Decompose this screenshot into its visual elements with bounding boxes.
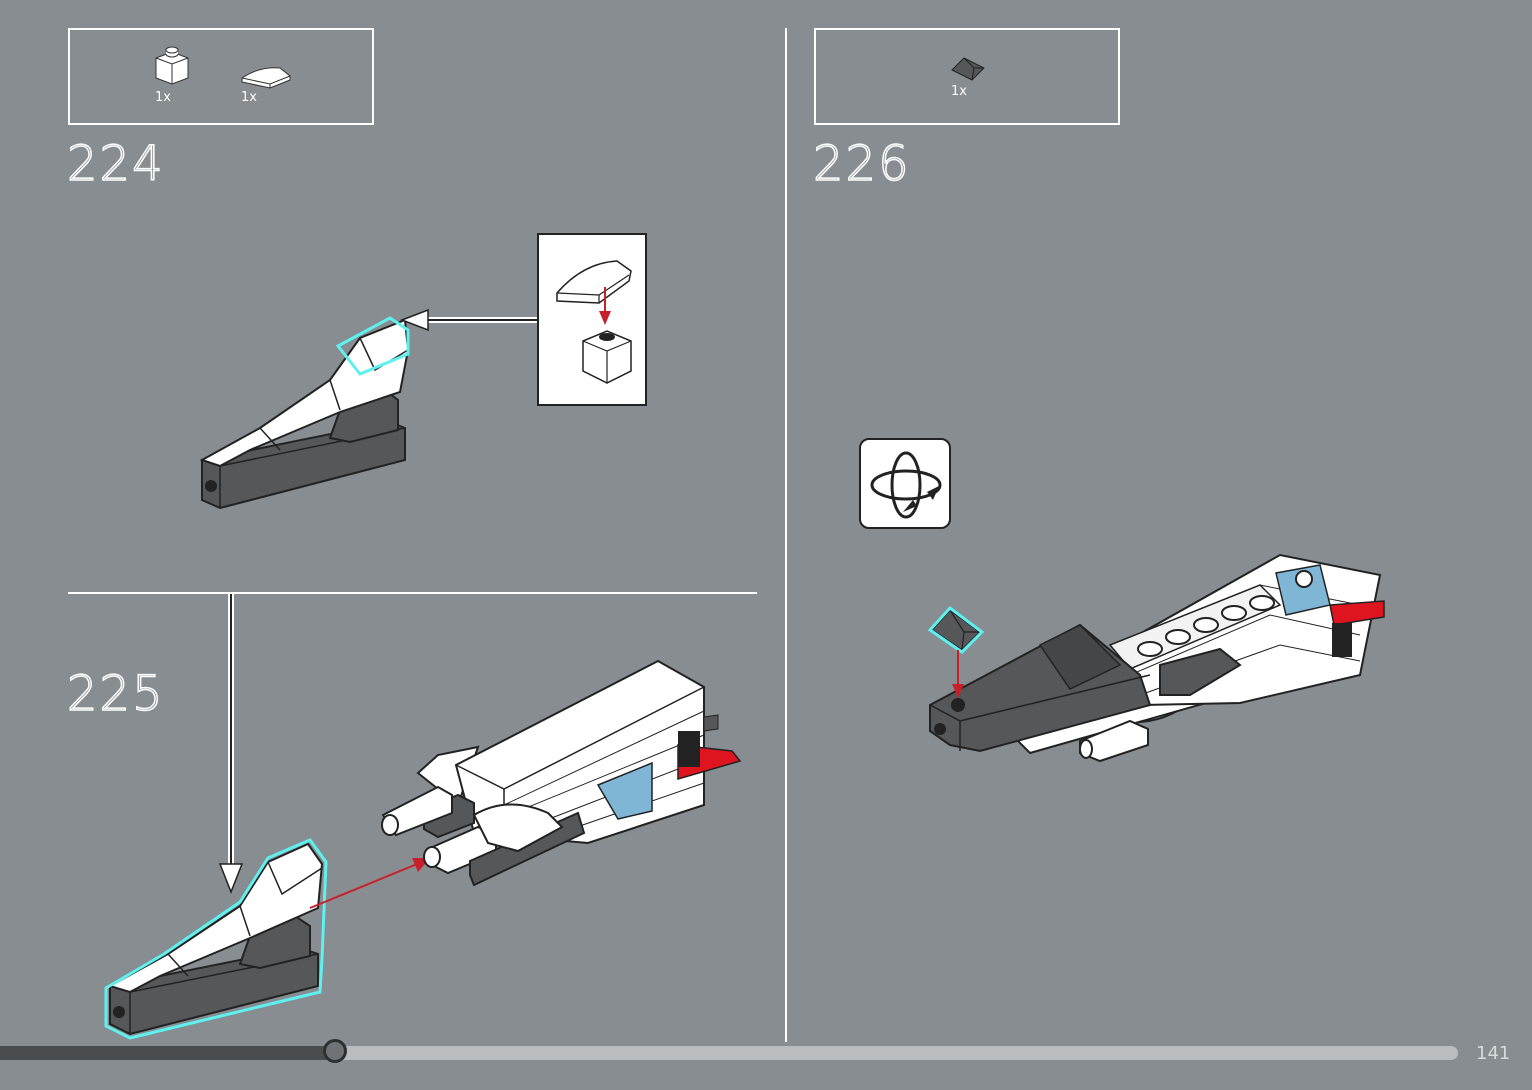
step-number-226: 226 <box>813 136 911 192</box>
dark-grey-slope-piece <box>928 606 984 652</box>
red-assembly-arrow <box>950 650 966 700</box>
page-number: 141 <box>1476 1043 1510 1064</box>
part-qty: 1x <box>155 90 171 105</box>
step-separator <box>68 592 757 594</box>
progress-knob <box>323 1039 347 1063</box>
dark-grey-slope-icon <box>950 54 986 82</box>
step-225-main-assembly <box>378 655 748 895</box>
parts-list-step-224: 1x 1x <box>68 28 374 125</box>
step-225-front-assembly <box>100 838 330 1043</box>
rotate-arrows-icon <box>867 446 945 524</box>
part-qty: 1x <box>241 90 257 105</box>
page-divider <box>785 28 787 1042</box>
step-number-224: 224 <box>67 136 165 192</box>
step-224-assembly-illustration <box>190 310 420 520</box>
rotate-model-icon <box>859 438 951 529</box>
white-1x1-brick-icon <box>581 327 633 387</box>
part-qty: 1x <box>951 84 967 99</box>
red-assembly-arrow <box>597 287 613 327</box>
subassembly-callout <box>537 233 647 406</box>
white-curved-slope-icon <box>240 64 292 90</box>
progress-fill <box>0 1046 335 1060</box>
step-number-225: 225 <box>67 666 165 722</box>
subassembly-arrow <box>398 310 538 334</box>
step-226-assembly-illustration <box>920 545 1400 785</box>
white-curved-slope-icon <box>553 249 633 309</box>
parts-list-step-226: 1x <box>814 28 1120 125</box>
white-1x1-brick-icon <box>154 48 190 88</box>
